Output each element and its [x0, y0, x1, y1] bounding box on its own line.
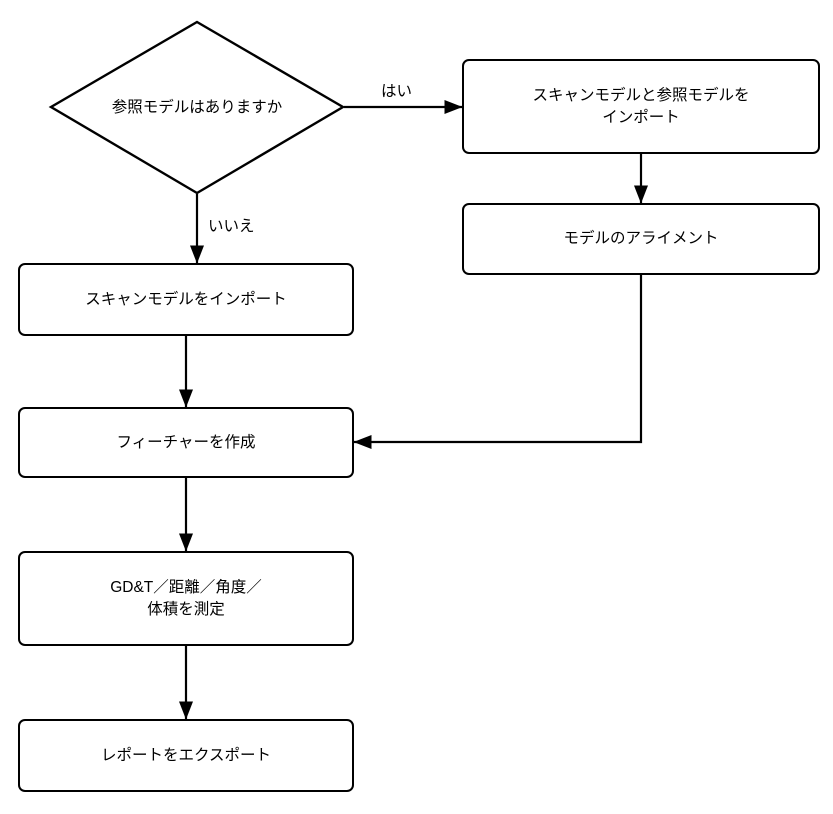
node-label: フィーチャーを作成 [116, 433, 256, 451]
node-label: スキャンモデルをインポート [85, 290, 287, 308]
node-label: GD&T／距離／角度／ 体積を測定 [110, 578, 262, 618]
node-create-features: フィーチャーを作成 [18, 407, 354, 478]
node-measure-gdt-distance-angle-volume: GD&T／距離／角度／ 体積を測定 [18, 551, 354, 646]
node-model-alignment: モデルのアライメント [462, 203, 820, 275]
node-export-report: レポートをエクスポート [18, 719, 354, 792]
node-label: レポートをエクスポート [100, 746, 272, 764]
node-label: モデルのアライメント [563, 230, 719, 247]
node-import-scan-model: スキャンモデルをインポート [18, 263, 354, 336]
node-label: スキャンモデルと参照モデルを インポート [532, 86, 750, 126]
edge-label-yes: はい [379, 82, 415, 102]
node-label: 参照モデルはありますか [111, 98, 283, 116]
edge-label-no: いいえ [206, 217, 257, 237]
node-decision-reference-model: 参照モデルはありますか [51, 22, 343, 193]
node-import-scan-and-reference: スキャンモデルと参照モデルを インポート [462, 59, 820, 154]
decision-diamond-shape [48, 20, 346, 195]
edge-alignment-to-createfeatures-arrow [353, 275, 643, 449]
